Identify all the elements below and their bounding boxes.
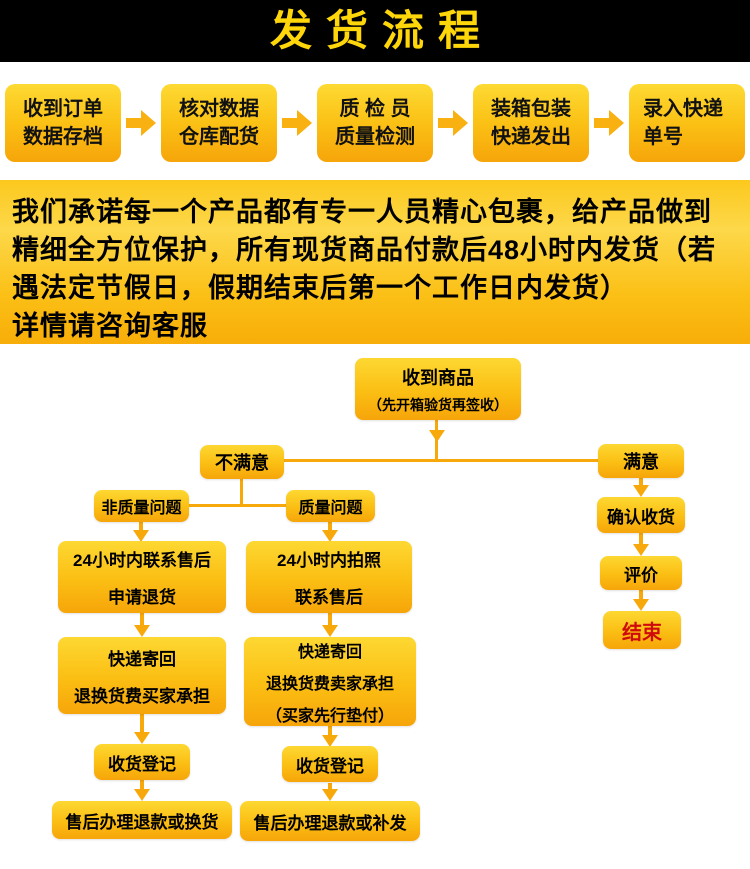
- flow-box-end: 结束: [603, 611, 681, 649]
- connector-line: [139, 522, 143, 532]
- process-step-line: 录入快递: [643, 98, 723, 120]
- connector-line: [241, 459, 641, 462]
- flow-box-return-seller-pays: 快递寄回 退换货费卖家承担 （买家先行垫付）: [244, 637, 416, 726]
- promise-line: 详情请咨询客服: [12, 311, 208, 341]
- connector-line: [328, 783, 332, 790]
- connector-line: [240, 479, 243, 507]
- flow-box-receive-goods: 收到商品 （先开箱验货再签收）: [355, 358, 521, 420]
- process-step-line: 单号: [643, 126, 683, 148]
- flow-box-line: 确认收货: [607, 507, 675, 527]
- arrow-right-icon: [282, 110, 312, 136]
- arrow-down-icon: [633, 599, 649, 611]
- arrow-right-icon: [438, 110, 468, 136]
- flow-box-line: 联系售后: [295, 588, 363, 607]
- process-step-verify-data: 核对数据 仓库配货: [161, 84, 277, 162]
- promise-line: 我们承诺每一个产品都有专一人员精心包裹，给产品做到: [12, 197, 712, 227]
- promise-line: 遇法定节假日，假期结束后第一个工作日内发货）: [12, 273, 628, 303]
- flow-box-line: 售后办理退款或换货: [65, 812, 219, 832]
- arrow-down-icon: [633, 485, 649, 497]
- flow-box-line: 评价: [624, 565, 658, 585]
- flow-box-quality-issue: 质量问题: [286, 490, 375, 522]
- header-banner: 发货流程: [0, 0, 750, 62]
- flow-box-contact-aftersales-return: 24小时内联系售后 申请退货: [58, 541, 226, 613]
- flow-box-line: 快递寄回: [297, 643, 362, 661]
- flow-box-line: 质量问题: [298, 500, 363, 517]
- flow-box-refund-or-exchange: 售后办理退款或换货: [52, 801, 232, 839]
- connector-line: [639, 590, 643, 600]
- flow-box-line: （先开箱验货再签收）: [368, 396, 508, 413]
- process-step-line: 质 检 员: [339, 98, 411, 120]
- process-row: 收到订单 数据存档 核对数据 仓库配货 质 检 员 质量检测 装箱包装 快递发出…: [0, 84, 750, 162]
- arrow-down-icon: [322, 735, 338, 747]
- flow-box-line: 非质量问题: [101, 500, 182, 517]
- process-step-line: 快递发出: [491, 126, 571, 148]
- flow-box-review: 评价: [600, 556, 682, 590]
- connector-line: [328, 612, 332, 626]
- flow-box-line: 收货登记: [296, 756, 364, 776]
- process-step-line: 质量检测: [335, 126, 415, 148]
- arrow-down-icon: [322, 625, 338, 637]
- arrow-down-icon: [633, 544, 649, 556]
- flow-box-unsatisfied: 不满意: [200, 445, 284, 479]
- flow-box-line: 24小时内拍照: [277, 551, 381, 570]
- flow-box-line: 24小时内联系售后: [73, 551, 211, 570]
- process-step-line: 核对数据: [179, 98, 259, 120]
- arrow-down-icon: [133, 530, 149, 542]
- flow-box-line: 申请退货: [108, 588, 176, 607]
- connector-line: [140, 780, 144, 790]
- flow-box-line: 收到商品: [402, 367, 474, 388]
- flow-box-receipt-register-mid: 收货登记: [282, 746, 378, 782]
- process-step-tracking-number: 录入快递 单号: [629, 84, 745, 162]
- flow-box-line: 快递寄回: [108, 649, 176, 669]
- arrow-down-icon: [134, 625, 150, 637]
- arrow-down-icon: [134, 789, 150, 801]
- arrow-down-icon: [322, 789, 338, 801]
- flow-box-photo-contact-aftersales: 24小时内拍照 联系售后: [246, 541, 412, 613]
- connector-line: [140, 714, 144, 733]
- flow-box-receipt-register-left: 收货登记: [94, 744, 190, 780]
- flow-box-non-quality-issue: 非质量问题: [94, 490, 189, 522]
- flow-box-confirm-receipt: 确认收货: [597, 497, 685, 533]
- process-step-line: 仓库配货: [179, 126, 259, 148]
- process-step-line: 装箱包装: [491, 98, 571, 120]
- connector-line: [639, 478, 643, 486]
- flow-box-line: 结束: [622, 621, 662, 644]
- connector-line: [140, 504, 332, 507]
- arrow-right-icon: [126, 110, 156, 136]
- flow-box-satisfied: 满意: [598, 444, 684, 478]
- arrow-right-icon: [594, 110, 624, 136]
- flow-box-line: 退换货费买家承担: [74, 686, 210, 706]
- flow-box-return-buyer-pays: 快递寄回 退换货费买家承担: [58, 637, 226, 714]
- flow-box-line: 售后办理退款或补发: [253, 813, 407, 833]
- process-step-packing: 装箱包装 快递发出: [473, 84, 589, 162]
- flow-box-line: 不满意: [215, 453, 269, 473]
- connector-line: [328, 726, 332, 736]
- flow-box-line: （买家先行垫付）: [265, 707, 394, 725]
- arrow-down-icon: [429, 430, 445, 442]
- process-step-quality-check: 质 检 员 质量检测: [317, 84, 433, 162]
- connector-line: [140, 612, 144, 626]
- connector-line: [328, 522, 332, 532]
- promise-line: 精细全方位保护，所有现货商品付款后48小时内发货（若: [12, 235, 717, 265]
- arrow-down-icon: [134, 732, 150, 744]
- connector-line: [639, 533, 643, 545]
- process-step-line: 数据存档: [23, 126, 103, 148]
- flow-box-line: 收货登记: [108, 754, 176, 774]
- promise-banner: 我们承诺每一个产品都有专一人员精心包裹，给产品做到 精细全方位保护，所有现货商品…: [0, 180, 750, 344]
- flow-box-line: 退换货费卖家承担: [265, 675, 394, 693]
- flow-box-refund-or-reship: 售后办理退款或补发: [240, 801, 420, 841]
- process-step-line: 收到订单: [23, 98, 103, 120]
- arrow-down-icon: [322, 530, 338, 542]
- page-title: 发货流程: [269, 7, 494, 54]
- flow-box-line: 满意: [623, 452, 659, 472]
- process-step-receive-order: 收到订单 数据存档: [5, 84, 121, 162]
